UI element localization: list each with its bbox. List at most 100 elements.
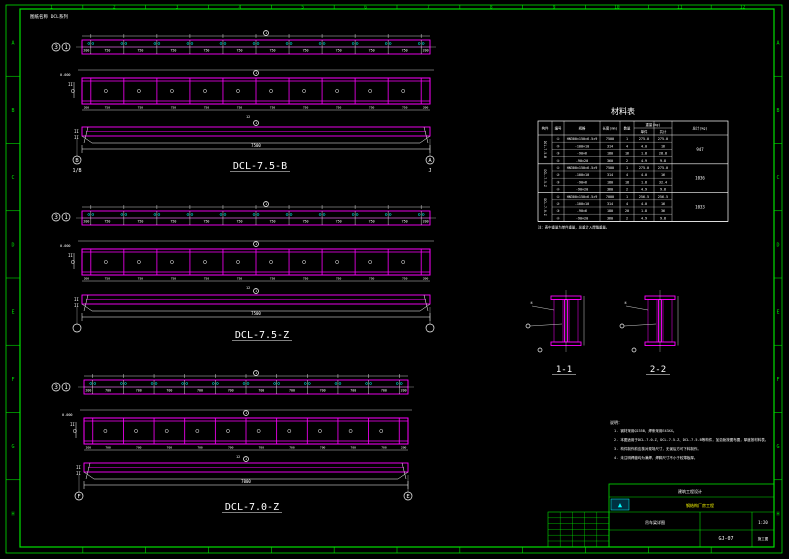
part-tag-3 [253,288,259,294]
note-item: 4. 未注明焊缝均为满焊，焊脚尺寸不小于较薄板厚。 [614,455,697,460]
elev-label-12: 12 [236,455,240,459]
table-header: 重量(kg) [646,122,661,127]
stiffener-tag [302,89,306,93]
col-number-top: 7 [427,5,430,11]
col-number-top: 11 [677,5,683,11]
bottom-view-outline [83,462,409,473]
table-cell: 4.0 [641,144,647,148]
table-cell: ③ [556,209,559,213]
top-span-dim: 200 [85,389,91,393]
part-tag-2 [253,241,259,247]
table-cell: 2 [626,159,628,163]
section-part-bubble [631,347,637,353]
table-cell: 16 [661,202,665,206]
row-letter-left: C [11,175,14,181]
bolt-hole [417,42,421,45]
bolt-hole [322,42,326,45]
section-stiffener-left [647,299,658,343]
part-tag-1 [253,370,259,376]
bolt-hole [124,213,128,216]
bolt-hole [285,42,289,45]
table-header: 编号 [555,126,562,131]
section-mark-bottom: II [74,297,79,302]
part-tag-2 [253,70,259,76]
row-letter-left: A [11,41,14,47]
section-stiffener-left [553,299,564,343]
col-number-top: 10 [614,5,620,11]
table-note: 注：表中重量为单件重量，总重计入焊缝重量。 [538,224,609,229]
section-leader [625,305,649,311]
bolt-hole [150,382,154,385]
table-cell: 4.9 [641,159,647,163]
row-letter-right: G [776,444,779,450]
company-logo-icon: ▲ [618,501,623,509]
bolt-hole [87,213,91,216]
table-cell: 36 [661,209,665,213]
row-letter-right: E [776,310,779,316]
stiffener-tag [401,89,406,93]
beam-title: DCL-7.5-B [233,161,287,172]
bottom-chord [83,471,409,480]
bolt-hole [322,213,326,216]
row-letter-left: H [11,511,14,517]
table-group-name: DCL-7.0-Z [543,198,547,215]
axis-bubble-label: 1 [64,384,68,391]
section-0: ④1-1 [525,290,585,375]
table-cell: ② [556,144,559,148]
bottom-chord [81,303,431,312]
tb-company: 建筑工程设计 [678,488,702,494]
col-number-top: 3 [176,5,179,11]
table-cell: ④ [556,188,559,192]
table-cell: 2 [626,188,628,192]
bolt-hole [351,42,355,45]
section-label: 1-1 [556,365,572,375]
col-number-top: 2 [113,5,116,11]
stiffener-tag [103,89,108,93]
table-cell: 2 [626,216,628,220]
bolt-hole [190,213,194,216]
stiffener-tag [70,260,75,264]
tb-stage: 施工图 [758,536,769,541]
table-group-name: DCL-7.5-Z [543,170,547,187]
table-cell: 1.8 [641,180,647,184]
bolt-hole [153,213,157,216]
stiffener-tag [379,429,384,433]
end-brace-left [83,294,89,312]
table-cell: -90×20 [576,159,588,163]
bolt-hole [154,382,158,385]
frame-tag: 图纸名称 DCL系列 [30,13,68,20]
bolt-hole [242,382,246,385]
table-group-total: 1036 [695,176,705,181]
stiffener-tag [137,260,141,264]
axis-bubble [61,382,71,392]
section-part-bubble [619,323,625,329]
stiffener-tag [302,260,306,264]
table-cell: ④ [556,216,559,220]
row-letter-right: H [776,511,779,517]
table-cell: 180 [607,180,613,184]
table-cell: 7500 [606,166,614,170]
bolt-hole [289,213,293,216]
part-tag-2-text: 1 [245,411,247,415]
tb-scale: 1:20 [758,520,768,525]
elev-span-dim: 750 [336,106,342,110]
table-cell: 18 [625,180,629,184]
top-span-dim: 200 [401,389,407,393]
bolt-hole [308,382,311,385]
level-mark: 0.000 [60,244,71,248]
bolt-hole [399,382,403,385]
table-cell: 28.8 [659,152,667,156]
elev-span-dim: 750 [171,106,177,110]
section-part-bubble [537,347,543,353]
section-stiffener-right [568,299,579,343]
table-cell: 275.0 [658,137,668,141]
table-cell: ② [556,202,559,206]
table-cell: ① [556,195,559,199]
bolt-hole [124,42,128,45]
row-letter-left: D [11,242,14,248]
bottom-view-outline [81,294,431,305]
elev-span-dim: 700 [228,446,234,450]
table-cell: 16 [625,152,629,156]
top-span-dim: 750 [270,220,276,224]
stiffener-tag [335,260,339,264]
